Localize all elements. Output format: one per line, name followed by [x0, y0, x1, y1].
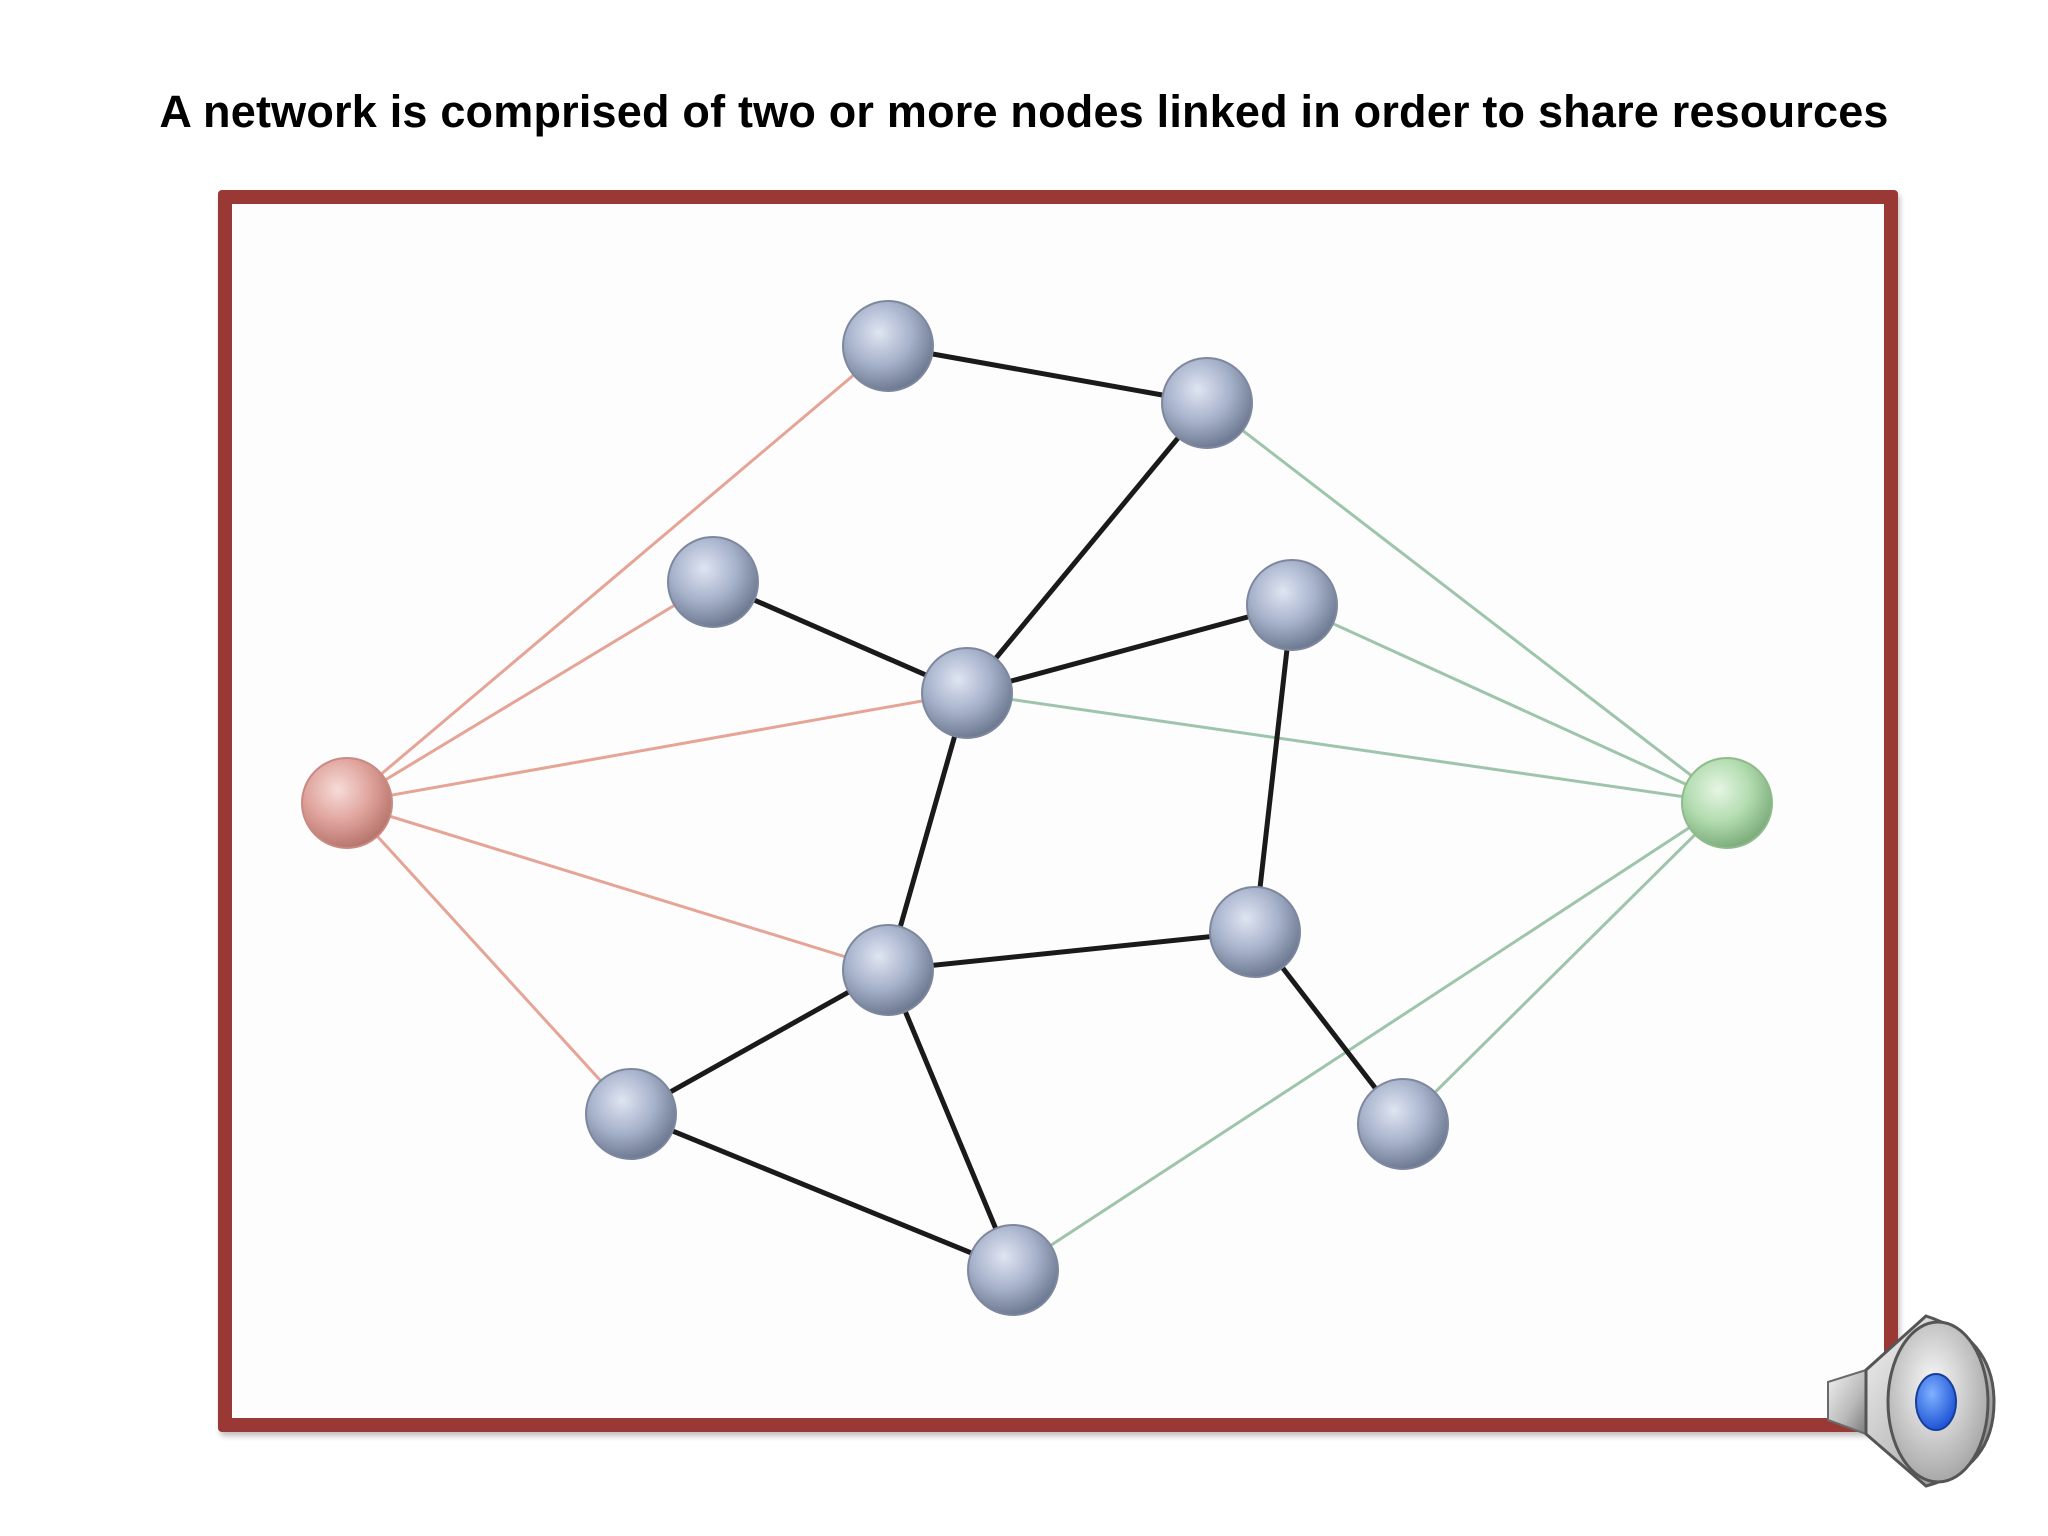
link-n9-n10: [630, 1111, 1014, 1273]
core-links: [629, 343, 1405, 1273]
network-node: [1161, 357, 1253, 449]
link-n1-n2: [887, 343, 1208, 406]
target-node: [1681, 757, 1773, 849]
slide-title: A network is comprised of two or more no…: [159, 86, 1889, 137]
link-n4-n6: [1252, 604, 1295, 933]
diagram-frame: [218, 190, 1898, 1432]
link-target-n8: [1401, 801, 1729, 1126]
source-links: [345, 344, 968, 1116]
link-n7-n9: [629, 967, 890, 1117]
network-node: [667, 536, 759, 628]
link-source-n3: [346, 580, 714, 805]
network-node: [842, 300, 934, 392]
target-links: [966, 401, 1729, 1272]
link-n4-n5: [966, 602, 1293, 696]
link-target-n2: [1206, 401, 1728, 805]
link-n3-n5: [711, 579, 969, 696]
link-n7-n10: [885, 969, 1016, 1271]
speaker-icon[interactable]: [1818, 1302, 2008, 1492]
link-source-n7: [346, 801, 889, 972]
network-node: [842, 924, 934, 1016]
link-target-n10: [1012, 801, 1728, 1272]
link-source-n1: [346, 344, 889, 805]
nodes: [301, 300, 1773, 1316]
network-node: [1246, 559, 1338, 651]
link-source-n9: [345, 801, 633, 1116]
network-node: [1209, 886, 1301, 978]
link-n5-n7: [885, 692, 970, 971]
network-node: [1357, 1078, 1449, 1170]
link-n2-n5: [965, 401, 1209, 695]
link-source-n5: [346, 691, 968, 805]
link-n6-n7: [887, 929, 1256, 973]
link-target-n5: [966, 691, 1728, 805]
source-node: [301, 757, 393, 849]
network-node: [585, 1068, 677, 1160]
network-node: [967, 1224, 1059, 1316]
link-target-n4: [1291, 603, 1728, 805]
network-node: [921, 647, 1013, 739]
